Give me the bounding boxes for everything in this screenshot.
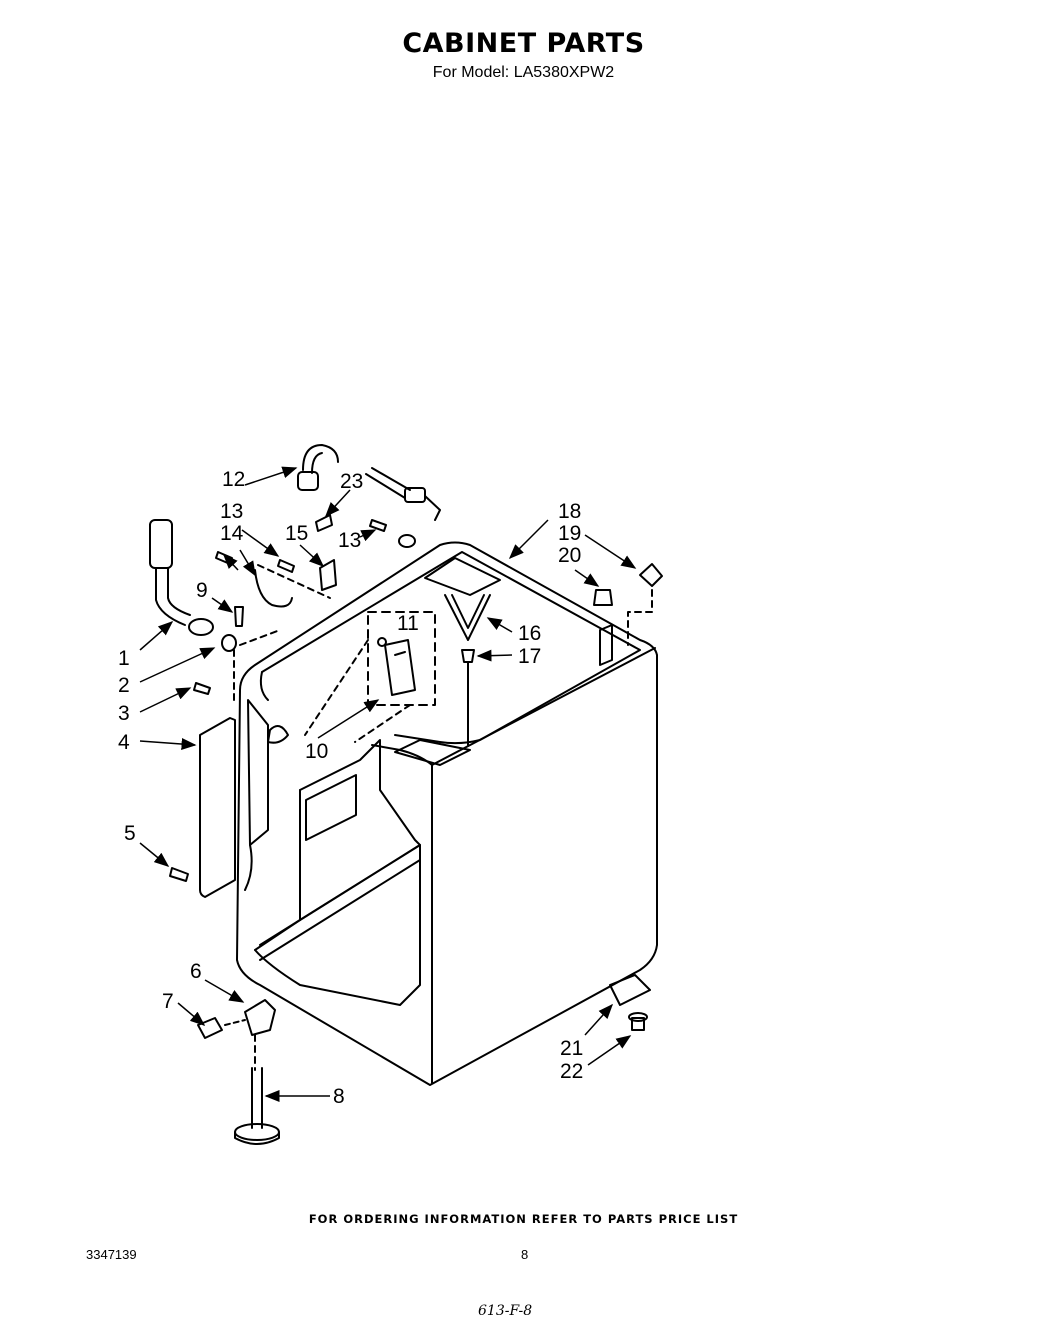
- lid-switch-box: [267, 611, 436, 744]
- callout-3: 3: [118, 702, 130, 725]
- screw-14: [215, 551, 233, 565]
- screw-9: [234, 606, 244, 627]
- model-subtitle: For Model: LA5380XPW2: [432, 64, 615, 81]
- screw-5: [169, 867, 189, 882]
- inlet-hose: [149, 519, 214, 636]
- callout-13a: 13: [220, 500, 243, 523]
- leader-lines: [139, 466, 637, 1102]
- callout-8: 8: [333, 1085, 345, 1108]
- handwritten-code: 613-F-8: [478, 1303, 533, 1319]
- side-access-panel: [199, 717, 236, 898]
- callout-5: 5: [124, 822, 136, 845]
- callout-9: 9: [196, 579, 208, 602]
- callout-1: 1: [118, 647, 130, 670]
- callout-10: 10: [305, 740, 328, 763]
- ordering-info-note: FOR ORDERING INFORMATION REFER TO PARTS …: [308, 1212, 739, 1226]
- callout-13b: 13: [338, 529, 361, 552]
- fill-hose-tube: [297, 444, 339, 491]
- callout-numbers: 1 2 3 4 5 6 7 8 9 10 11 12 13 13 14 15 1…: [118, 468, 583, 1108]
- callout-23: 23: [340, 470, 363, 493]
- callout-21: 21: [560, 1037, 583, 1060]
- clip-23: [315, 514, 333, 532]
- page-title: CABINET PARTS: [402, 28, 645, 59]
- callout-12: 12: [222, 468, 245, 491]
- washer-part: [221, 634, 237, 652]
- tub-ring-support: [444, 594, 491, 746]
- corner-brackets: [394, 557, 613, 766]
- callout-6: 6: [190, 960, 202, 983]
- callout-20: 20: [558, 544, 581, 567]
- screw-3: [193, 682, 211, 695]
- callout-7: 7: [162, 990, 174, 1013]
- callout-22: 22: [560, 1060, 583, 1083]
- rear-leg-bracket: [609, 974, 651, 1031]
- callout-2: 2: [118, 674, 130, 697]
- wire-harness: [254, 569, 293, 608]
- leveling-leg: [234, 1067, 280, 1145]
- lid-hinge-parts: [593, 563, 663, 646]
- callout-11: 11: [397, 612, 419, 635]
- page-number: 8: [521, 1247, 529, 1262]
- cabinet-body: [236, 541, 658, 1086]
- callout-15: 15: [285, 522, 308, 545]
- document-number: 3347139: [86, 1247, 137, 1262]
- screw-13b: [369, 519, 387, 532]
- screw-15: [277, 559, 295, 573]
- callout-14: 14: [220, 522, 244, 545]
- clip-15: [319, 559, 337, 591]
- callout-17: 17: [518, 645, 541, 668]
- callout-16: 16: [518, 622, 541, 645]
- leveling-bracket: [197, 999, 276, 1071]
- callout-4: 4: [118, 731, 130, 754]
- callout-18: 18: [558, 500, 581, 523]
- power-cord: [365, 467, 441, 548]
- callout-19: 19: [558, 522, 581, 545]
